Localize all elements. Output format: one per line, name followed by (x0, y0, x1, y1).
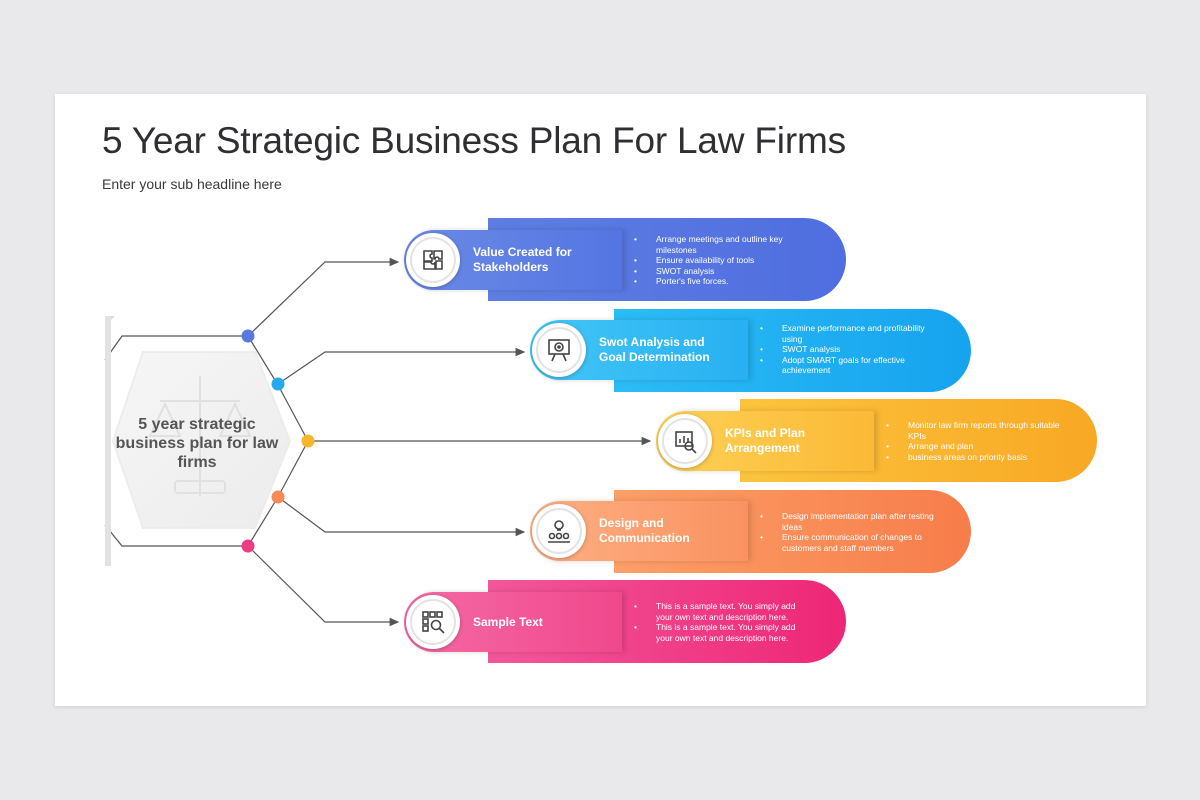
item-1-bullet-1: Arrange meetings and outline key milesto… (634, 234, 814, 255)
item-2-bullets: Examine performance and profitability us… (760, 323, 945, 376)
puzzle-team-icon (406, 233, 460, 287)
item-1-bullet-4: Porter's five forces. (634, 276, 814, 287)
page-subtitle: Enter your sub headline here (102, 176, 282, 192)
item-1-label: Value Created for Stakeholders (473, 245, 572, 274)
connector-1 (247, 257, 400, 337)
center-hexagon (105, 316, 310, 566)
item-2-bullet-1: Examine performance and profitability us… (760, 323, 945, 344)
connector-2 (277, 347, 526, 385)
item-4-bullet-2: Ensure communication of changes to custo… (760, 532, 945, 553)
item-4-bullet-1: Design implementation plan after testing… (760, 511, 945, 532)
node-dot-1 (241, 329, 255, 343)
node-dot-3 (301, 434, 315, 448)
item-5-label: Sample Text (473, 615, 543, 629)
idea-team-icon (532, 504, 586, 558)
item-1-bullet-2: Ensure availability of tools (634, 255, 814, 266)
item-5-bullets: This is a sample text. You simply add yo… (634, 601, 814, 643)
node-dot-2 (271, 377, 285, 391)
connector-5 (247, 545, 400, 627)
connector-4 (277, 496, 526, 537)
item-5-bullet-1: This is a sample text. You simply add yo… (634, 601, 814, 622)
item-3-bullet-2: Arrange and plan (886, 441, 1066, 452)
item-2-bullet-3: Adopt SMART goals for effective achievem… (760, 355, 945, 376)
item-1-bullet-3: SWOT analysis (634, 266, 814, 277)
center-label: 5 year strategic business plan for law f… (115, 416, 279, 471)
item-3-bullets: Monitor law firm reports through suitabl… (886, 420, 1066, 462)
grid-search-icon (406, 595, 460, 649)
page-title: 5 Year Strategic Business Plan For Law F… (102, 120, 846, 161)
item-3-bullet-1: Monitor law firm reports through suitabl… (886, 420, 1066, 441)
item-2-label: Swot Analysis and Goal Determination (599, 335, 710, 364)
scales-justice-icon (148, 376, 252, 496)
presentation-target-icon (532, 323, 586, 377)
item-2-bullet-2: SWOT analysis (760, 344, 945, 355)
node-dot-4 (271, 490, 285, 504)
item-3-label: KPIs and Plan Arrangement (725, 426, 806, 455)
item-5-bullet-2: This is a sample text. You simply add yo… (634, 622, 814, 643)
node-dot-5 (241, 539, 255, 553)
item-3-bullet-3: business areas on priority basis (886, 452, 1066, 463)
item-1-bullets: Arrange meetings and outline key milesto… (634, 234, 814, 287)
item-4-label: Design and Communication (599, 516, 690, 545)
item-4-bullets: Design implementation plan after testing… (760, 511, 945, 553)
chart-magnifier-icon (658, 414, 712, 468)
